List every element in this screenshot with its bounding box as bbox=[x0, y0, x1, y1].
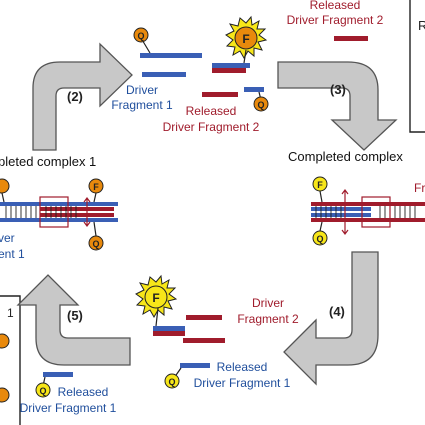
released-driver-fragment2-mid-label-line2: Driver Fragment 2 bbox=[163, 120, 260, 134]
red-strand bbox=[311, 218, 425, 222]
cycle-arrow-step3 bbox=[277, 61, 398, 151]
red-strand bbox=[183, 338, 225, 343]
separation-arrow-icon bbox=[83, 197, 91, 227]
blue-strand bbox=[140, 53, 202, 58]
released-driver-fragment1-bottom-label-line1: Released bbox=[217, 360, 268, 374]
left-panel-q-marker-icon bbox=[0, 387, 10, 403]
left-panel-frame bbox=[0, 295, 21, 425]
fluorophore-f-text: F bbox=[152, 291, 159, 305]
quencher-q-text: Q bbox=[92, 239, 99, 249]
separation-arrow-icon bbox=[341, 189, 349, 235]
quencher-q-text: Q bbox=[168, 377, 175, 387]
red-strand bbox=[186, 315, 222, 320]
blue-strand bbox=[142, 72, 186, 77]
blue-strand bbox=[212, 63, 250, 68]
quencher-q-icon bbox=[0, 178, 10, 194]
blue-strand bbox=[0, 218, 118, 222]
right-panel-frame bbox=[409, 0, 425, 133]
released-red-strand bbox=[334, 36, 368, 41]
completed-complex-right: F Q bbox=[311, 176, 425, 246]
left-driver-label-line1: ver bbox=[0, 231, 15, 245]
red-strand bbox=[153, 331, 185, 336]
red-strand bbox=[40, 207, 114, 211]
completed-complex-1-label: pleted complex 1 bbox=[0, 154, 96, 169]
step-4-label: (4) bbox=[329, 304, 345, 319]
step-3-label: (3) bbox=[330, 82, 346, 97]
fluorophore-f-text: F bbox=[242, 32, 249, 46]
cycle-arrow-step2 bbox=[32, 42, 133, 151]
base-pair-ticks bbox=[315, 206, 416, 218]
released-driver-fragment1-bottom-label-line2: Driver Fragment 1 bbox=[194, 376, 291, 390]
red-strand bbox=[40, 213, 114, 217]
linker-line bbox=[155, 307, 159, 327]
red-strand bbox=[311, 202, 425, 206]
left-panel-fragment-label: 1 bbox=[7, 306, 14, 320]
blue-strand bbox=[244, 87, 264, 92]
red-strand bbox=[202, 92, 238, 97]
step-2-label: (2) bbox=[67, 89, 83, 104]
red-strand bbox=[212, 68, 246, 73]
fluorophore-f-text: F bbox=[93, 182, 99, 192]
linker-line bbox=[93, 192, 97, 203]
blue-strand bbox=[180, 363, 210, 368]
quencher-q-text: Q bbox=[316, 234, 323, 244]
linker-line bbox=[319, 221, 323, 232]
driver-fragment1-top-label-line1: Driver bbox=[126, 83, 158, 97]
left-driver-label-line2: ent 1 bbox=[0, 247, 25, 261]
right-fragment-label: Fr bbox=[414, 181, 425, 195]
released-driver-fragment2-top-label-line2: Driver Fragment 2 bbox=[287, 13, 384, 27]
driver-fragment2-bottom-label-line2: Fragment 2 bbox=[237, 312, 299, 326]
cycle-arrow-step5 bbox=[16, 274, 131, 366]
driver-fragment1-top-label-line2: Fragment 1 bbox=[111, 98, 173, 112]
released-driver-fragment2-mid-label-line1: Released bbox=[186, 104, 237, 118]
linker-line bbox=[93, 221, 97, 237]
completed-complex-left: F Q bbox=[0, 178, 118, 251]
quencher-q-icon bbox=[164, 373, 180, 389]
driver-fragment2-bottom-label-line1: Driver bbox=[252, 296, 284, 310]
base-pair-ticks bbox=[5, 206, 77, 218]
binding-site-box bbox=[39, 196, 69, 228]
completed-complex-2-label: Completed complex bbox=[288, 149, 403, 164]
released-driver-fragment2-top-label-line1: Released bbox=[310, 0, 361, 12]
left-panel-q-marker-icon bbox=[0, 333, 10, 349]
right-panel-text: R bbox=[418, 18, 425, 33]
quencher-q-icon bbox=[253, 96, 269, 112]
fluorophore-f-icon bbox=[234, 26, 258, 50]
quencher-q-text: Q bbox=[257, 100, 264, 110]
quencher-q-icon bbox=[133, 27, 149, 43]
blue-strand bbox=[153, 326, 185, 331]
released-driver-fragment1-left-label-line1: Released bbox=[58, 385, 109, 399]
linker-line bbox=[1, 192, 5, 203]
released-driver-fragment1-left-label-line2: Driver Fragment 1 bbox=[20, 401, 117, 415]
quencher-q-text: Q bbox=[137, 31, 144, 41]
quencher-q-icon bbox=[35, 382, 51, 398]
cycle-arrow-step4 bbox=[283, 251, 379, 386]
blue-strand bbox=[43, 372, 73, 377]
fluorophore-f-icon bbox=[144, 285, 168, 309]
linker-line bbox=[243, 49, 247, 64]
linker-line bbox=[319, 190, 323, 203]
quencher-q-text: Q bbox=[39, 386, 46, 396]
step-5-label: (5) bbox=[67, 308, 83, 323]
fluorophore-f-text: F bbox=[317, 180, 323, 190]
blue-strand bbox=[0, 202, 118, 206]
binding-site-box bbox=[361, 196, 391, 228]
